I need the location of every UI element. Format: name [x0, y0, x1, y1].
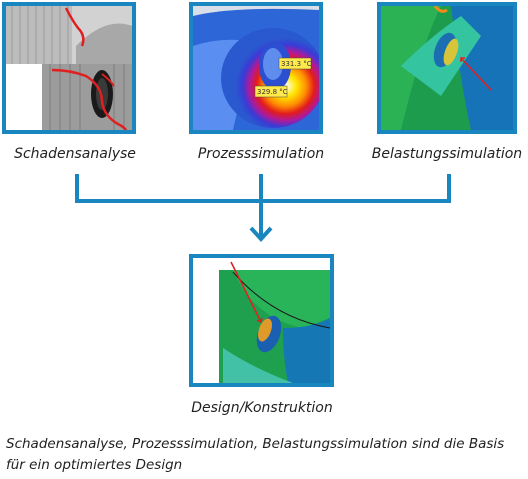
caption-schadensanalyse: Schadensanalyse [14, 146, 136, 162]
footnote-text: Schadensanalyse, Prozesssimulation, Bela… [6, 436, 505, 473]
readout-low: 329.8 °C [257, 88, 288, 96]
process-simulation-image: 331.3 °C 329.8 °C [193, 6, 319, 130]
tile-schadensanalyse [2, 2, 136, 134]
caption-prozesssimulation: Prozesssimulation [197, 146, 325, 162]
tile-prozesssimulation: 331.3 °C 329.8 °C [189, 2, 323, 134]
tile-design-konstruktion [189, 254, 334, 387]
readout-high: 331.3 °C [281, 60, 312, 68]
load-simulation-image [381, 6, 513, 130]
caption-belastungssimulation: Belastungssimulation [371, 146, 523, 162]
caption-design-konstruktion: Design/Konstruktion [191, 400, 333, 416]
tile-belastungssimulation [377, 2, 517, 134]
arrow-down-icon [249, 226, 273, 242]
damage-analysis-image [6, 6, 132, 130]
design-image [193, 258, 330, 383]
